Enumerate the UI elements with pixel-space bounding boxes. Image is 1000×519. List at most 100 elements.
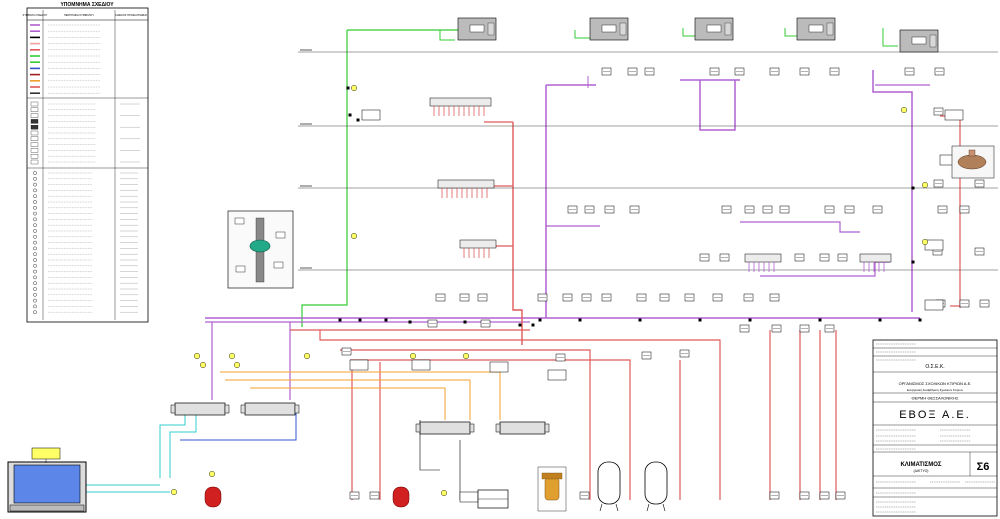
legend-symbol (33, 298, 37, 303)
gauge-icon (351, 232, 358, 239)
manifold-icon (419, 421, 471, 435)
legend-symbol (30, 113, 39, 118)
chiller-base (9, 504, 85, 512)
legend-symbol (33, 194, 37, 198)
fan-coil-label-box (808, 24, 824, 33)
fan-coil-label-box (706, 24, 722, 33)
gauge-icon (193, 353, 200, 360)
legend-symbol (30, 142, 39, 147)
legend-symbol (30, 107, 39, 112)
tb-project: Ενεργειακή Αναβάθμιση Σχολικών Κτιρίων (907, 388, 964, 392)
manifold-end-cap (495, 423, 501, 433)
gauge-icon (351, 84, 358, 91)
valve-icon (531, 323, 535, 327)
valve-icon (748, 318, 752, 322)
tb-drawing-subtitle: (ΔΙΚΤΥΟ) (914, 469, 929, 473)
valve-icon (358, 318, 362, 322)
valve-icon (538, 318, 542, 322)
title-block: Ο.Σ.Ε.Κ. ΟΡΓΑΝΙΣΜΟΣ ΣΧΟΛΙΚΩΝ ΚΤΙΡΙΩΝ Α.Ε… (872, 339, 998, 517)
legend-symbol (30, 159, 39, 165)
chilled-branch (760, 261, 890, 277)
equipment-tag (459, 491, 479, 503)
hot-supply-loop (350, 359, 631, 500)
tb-drawing-title: ΚΛΙΜΑΤΙΣΜΟΣ (900, 462, 941, 468)
chiller-tag (31, 447, 61, 460)
legend-symbol (33, 234, 37, 239)
gauge-icon (410, 353, 417, 360)
legend-symbol (33, 304, 37, 309)
legend-col-code: ΚΩΔΙΚΟΣ ΠΡΟΔΙΑΓΡΑΦΗΣ (115, 13, 147, 17)
legend-frame (26, 7, 149, 323)
legend-symbol (33, 246, 37, 251)
legend-symbol (33, 252, 37, 256)
legend-rows (30, 24, 140, 315)
valve-icon (911, 260, 915, 264)
storage-tank-icon (644, 461, 668, 512)
title-block-frame (872, 339, 998, 517)
valve-icon (638, 318, 642, 322)
chilled-riser (872, 70, 913, 312)
chiller-body (13, 464, 81, 504)
equipment-tag (944, 109, 964, 121)
green-riser (301, 30, 348, 327)
manifold-end-cap (415, 423, 421, 433)
cyan-line (159, 410, 186, 478)
valve-icon (249, 239, 271, 253)
equipment-tag (547, 369, 567, 381)
manifold-end-cap (469, 423, 475, 433)
manifold-end-cap (240, 404, 246, 414)
gauge-icon (304, 353, 311, 360)
orange-line (250, 387, 446, 420)
valve-icon (408, 320, 412, 324)
valve-icon (346, 86, 350, 90)
valve-icon (578, 318, 582, 322)
floor-levels (298, 51, 998, 271)
legend-symbol (33, 217, 37, 222)
blue-line (180, 410, 297, 441)
manifold-icon (744, 253, 782, 263)
green-branch (882, 28, 898, 47)
valve-icon (463, 320, 467, 324)
legend-symbol (33, 258, 37, 262)
legend-symbol (33, 200, 37, 204)
tb-client-abbr: Ο.Σ.Ε.Κ. (925, 364, 944, 370)
legend-symbol (30, 154, 39, 159)
green-branch (682, 28, 695, 37)
expansion-tank-body (204, 486, 222, 508)
tb-drawing-number: Σ6 (977, 461, 990, 473)
equipment-tag (924, 239, 944, 251)
legend-symbol (33, 176, 37, 181)
pump-icon (477, 489, 509, 509)
legend-symbol (33, 211, 37, 216)
fan-coil-detail (724, 22, 732, 36)
legend-col-symbol: ΣΥΜΒΟΛΟ ΣΧΕΔΙΟΥ (23, 13, 48, 17)
gauge-icon (922, 238, 929, 245)
equipment-tag (411, 359, 431, 371)
tank-body (644, 461, 668, 505)
tank-body (597, 461, 621, 505)
legend-symbol (33, 292, 37, 297)
valve-icon (348, 113, 352, 117)
valve-icon (878, 318, 882, 322)
tank-leg (599, 503, 603, 512)
gauge-icon (170, 489, 177, 496)
inset-callout (235, 265, 246, 273)
valve-icon (518, 323, 522, 327)
green-branch (439, 30, 455, 41)
equipment-tag (361, 109, 381, 121)
storage-tank-icon (597, 461, 621, 512)
fan-coil-label-box (601, 24, 617, 33)
manifold-icon (499, 421, 546, 435)
manifold-icon (174, 402, 226, 416)
valve-icon (957, 154, 987, 170)
green-branch (574, 30, 590, 39)
legend-symbol (33, 275, 37, 280)
tank-leg (662, 503, 666, 512)
manifold-icon (437, 179, 495, 189)
fan-coil-label-box (911, 36, 927, 45)
equipment-layer (170, 17, 990, 503)
valve-icon (384, 318, 388, 322)
valve-icon (698, 318, 702, 322)
legend-col-description: ΠΕΡΙΓΡΑΦΗ ΣΥΜΒΟΛΟΥ (64, 13, 94, 17)
